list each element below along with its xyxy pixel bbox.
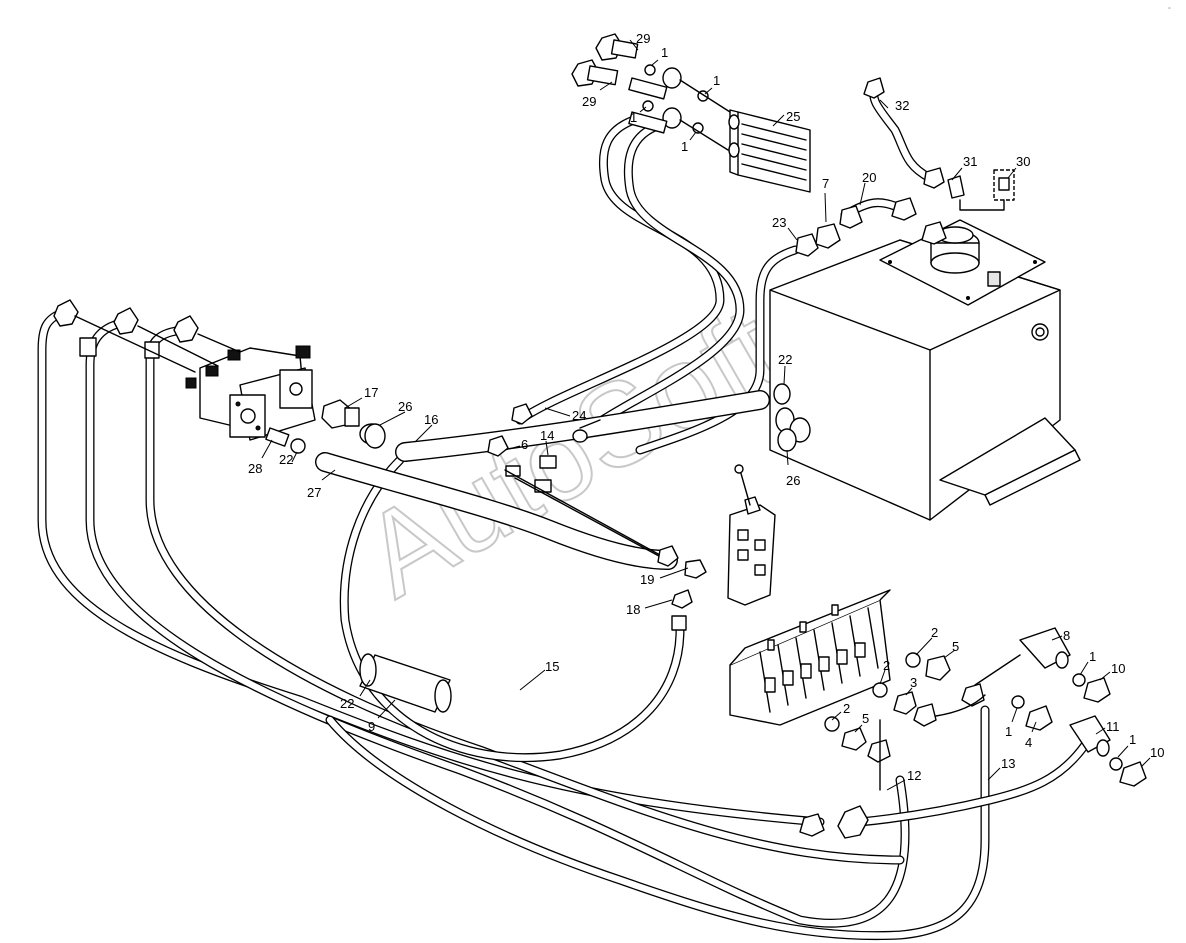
callout-10: 10 xyxy=(1111,661,1125,676)
corner-mark: ° xyxy=(1168,6,1171,14)
callout-4: 4 xyxy=(1025,735,1032,750)
oil-cooler xyxy=(728,109,811,193)
callout-13: 13 xyxy=(1001,756,1015,771)
callout-17: 17 xyxy=(364,385,378,400)
callout-6: 6 xyxy=(521,437,528,452)
callout-1: 1 xyxy=(713,73,720,88)
cooler-fittings xyxy=(571,33,731,151)
callout-31: 31 xyxy=(963,154,977,169)
callout-14: 14 xyxy=(540,428,554,443)
callout-9: 9 xyxy=(368,719,375,734)
callout-24: 24 xyxy=(572,408,586,423)
pilot-control-valve xyxy=(727,464,776,606)
callout-3: 3 xyxy=(910,675,917,690)
callout-2: 2 xyxy=(931,625,938,640)
callout-25: 25 xyxy=(786,109,800,124)
valve-bank-fittings xyxy=(799,627,1147,839)
callout-1: 1 xyxy=(681,139,688,154)
callout-29: 29 xyxy=(636,31,650,46)
callout-19: 19 xyxy=(640,572,654,587)
callout-1: 1 xyxy=(1089,649,1096,664)
callout-1: 1 xyxy=(1129,732,1136,747)
valve-sections xyxy=(759,604,879,713)
callout-5: 5 xyxy=(952,639,959,654)
callout-10: 10 xyxy=(1150,745,1164,760)
hydraulic-tank xyxy=(769,219,1081,521)
callout-1: 1 xyxy=(1005,724,1012,739)
tank-fittings xyxy=(795,77,1015,257)
callout-20: 20 xyxy=(862,170,876,185)
pilot-fittings xyxy=(487,383,811,631)
long-hoses xyxy=(37,307,1090,941)
callout-7: 7 xyxy=(822,176,829,191)
hose-guard xyxy=(359,653,452,713)
callout-1: 1 xyxy=(630,110,637,125)
callout-22: 22 xyxy=(778,352,792,367)
callout-26: 26 xyxy=(786,473,800,488)
callout-22: 22 xyxy=(279,452,293,467)
callout-8: 8 xyxy=(1063,628,1070,643)
cooler-hoses xyxy=(515,113,745,440)
callout-15: 15 xyxy=(545,659,559,674)
callout-1: 1 xyxy=(661,45,668,60)
callout-28: 28 xyxy=(248,461,262,476)
callout-30: 30 xyxy=(1016,154,1030,169)
callout-16: 16 xyxy=(424,412,438,427)
main-valve-bank xyxy=(729,589,891,726)
callout-18: 18 xyxy=(626,602,640,617)
callout-32: 32 xyxy=(895,98,909,113)
callout-29: 29 xyxy=(582,94,596,109)
callout-2: 2 xyxy=(883,658,890,673)
callout-23: 23 xyxy=(772,215,786,230)
callout-5: 5 xyxy=(862,711,869,726)
callout-26: 26 xyxy=(398,399,412,414)
callout-2: 2 xyxy=(843,701,850,716)
callout-12: 12 xyxy=(907,768,921,783)
callout-27: 27 xyxy=(307,485,321,500)
callout-22: 22 xyxy=(340,696,354,711)
gear-pump xyxy=(185,345,316,441)
callouts: 29 29 1 1 1 1 25 32 31 30 7 20 23 17 26 … xyxy=(248,31,1164,791)
callout-11: 11 xyxy=(1106,719,1120,734)
